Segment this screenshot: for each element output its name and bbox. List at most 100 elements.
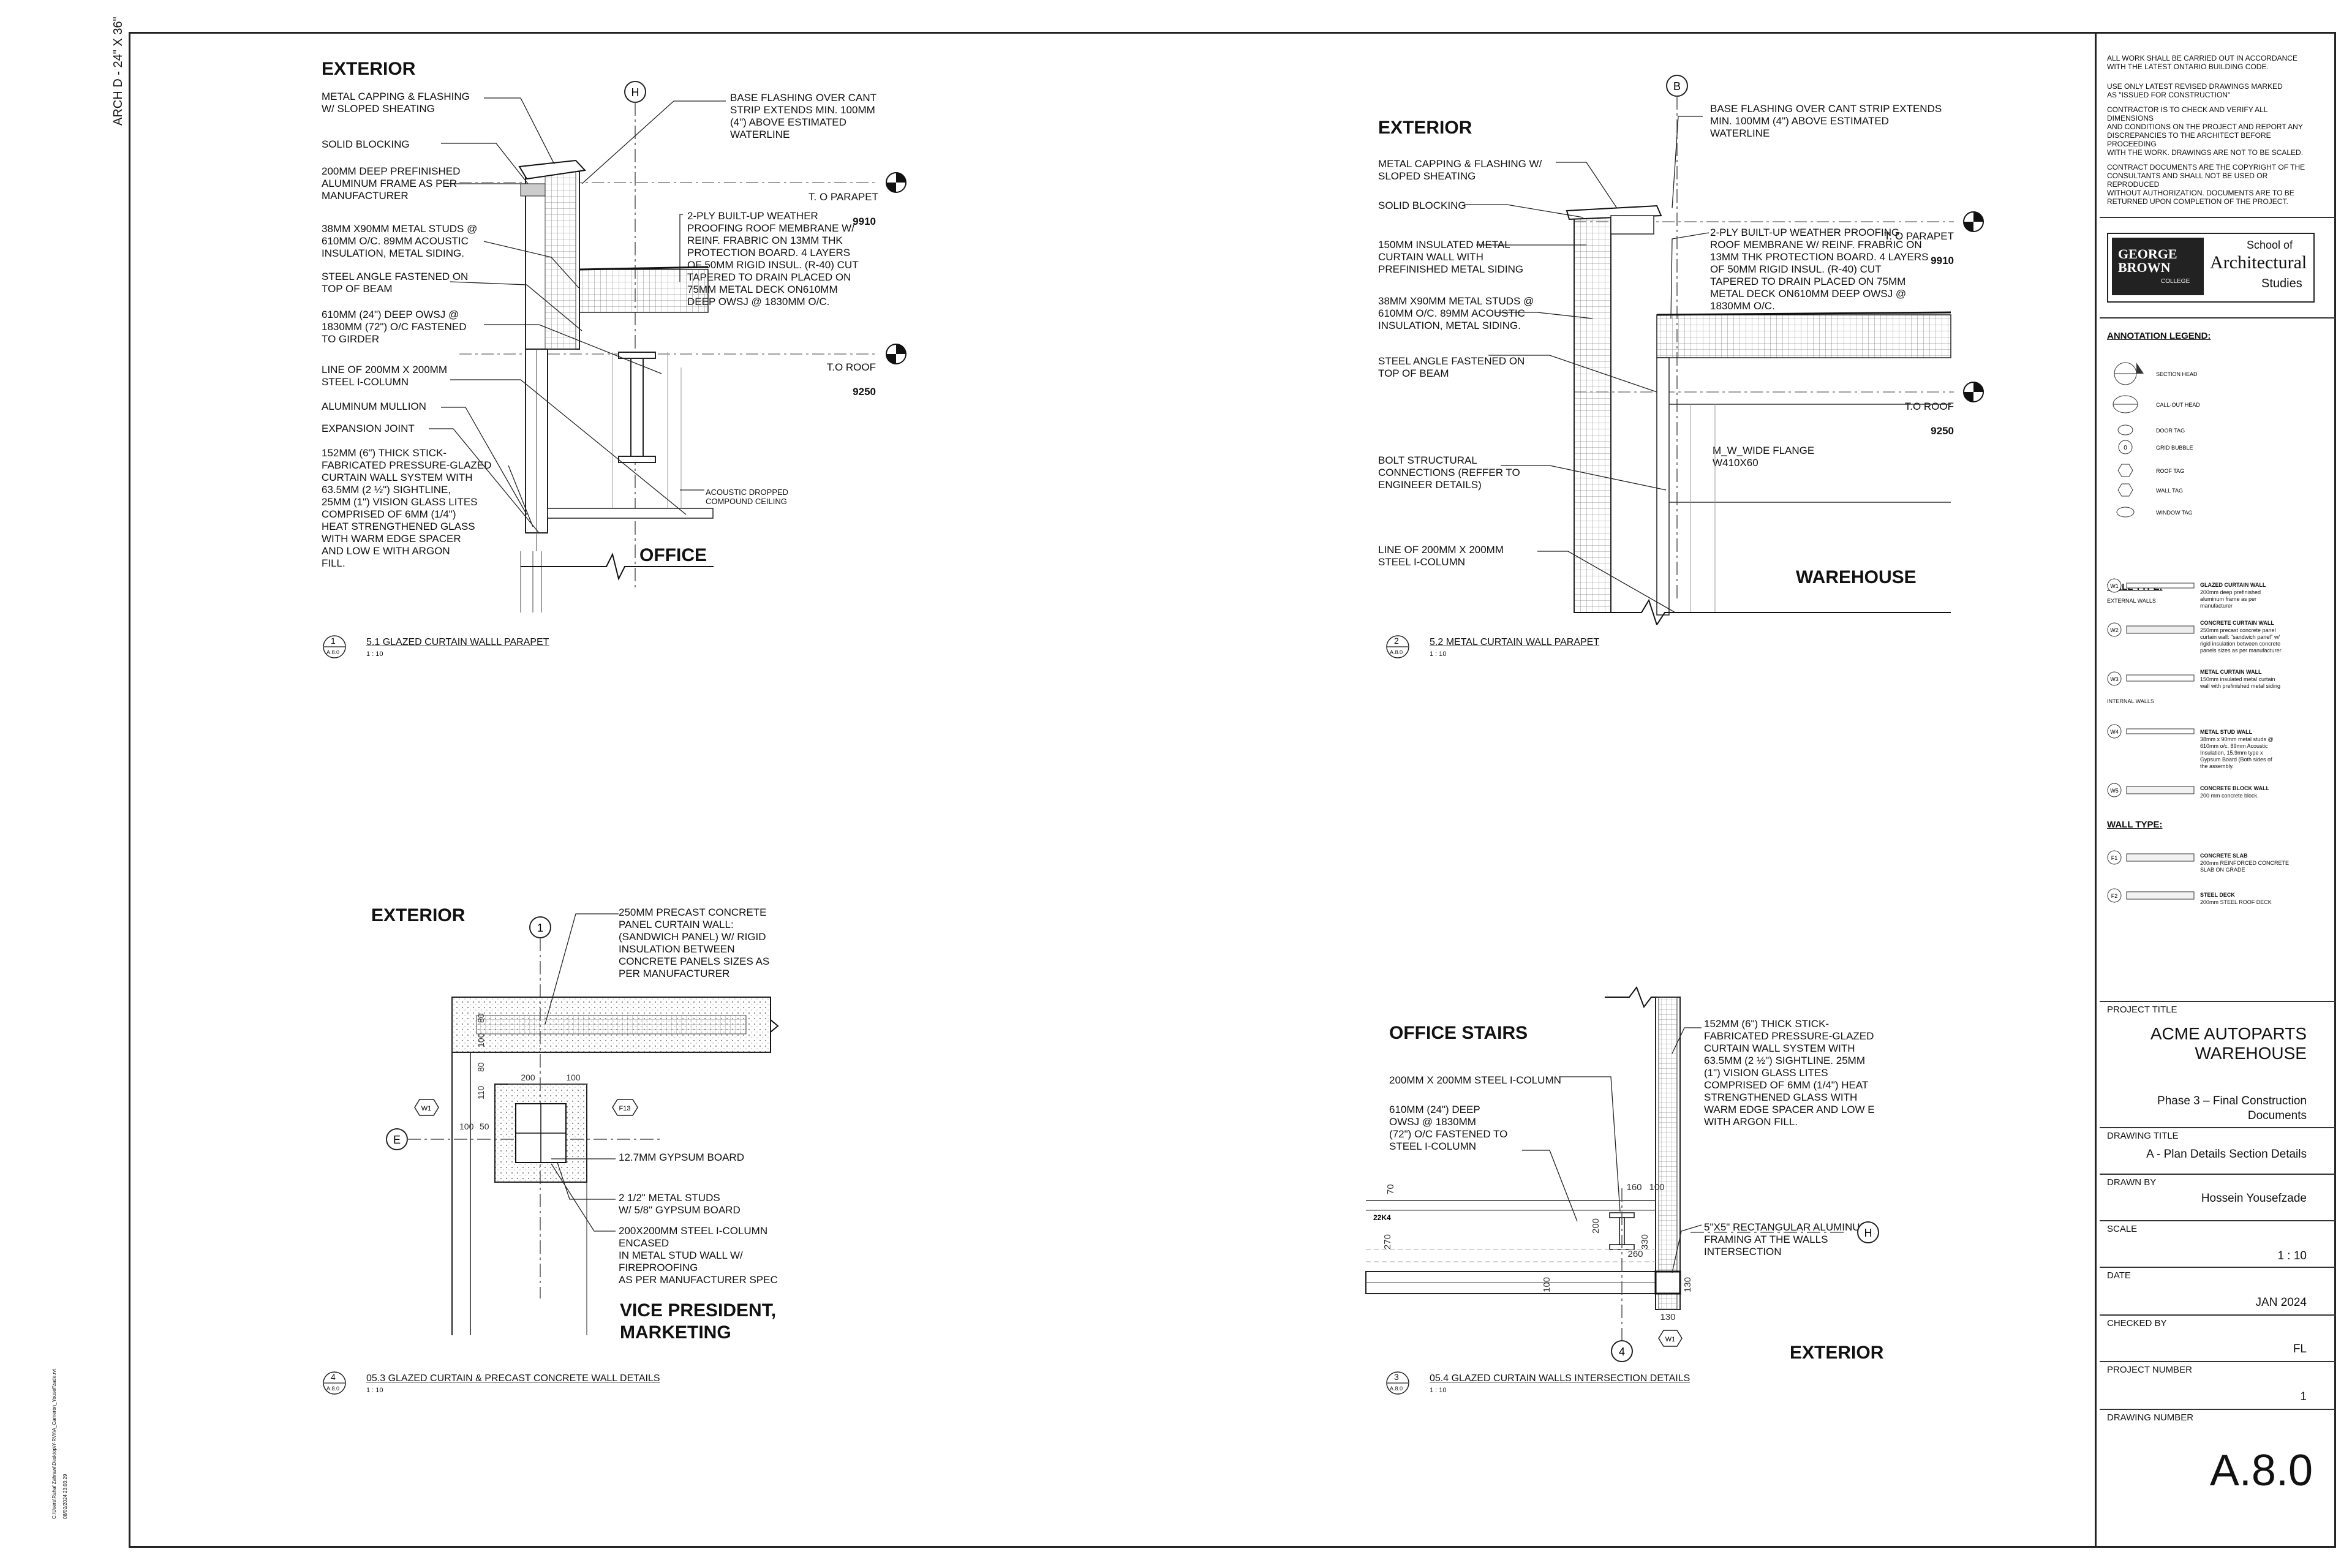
svg-text:160: 160 bbox=[1626, 1182, 1642, 1193]
svg-text:330: 330 bbox=[1640, 1234, 1650, 1250]
drawing-title: A - Plan Details Section Details bbox=[2146, 1148, 2307, 1161]
d2-note-right-1: 2-PLY BUILT-UP WEATHER PROOFING ROOF MEM… bbox=[1710, 227, 1929, 312]
d3-detail-title: 05.4 GLAZED CURTAIN WALLS INTERSECTION D… bbox=[1430, 1373, 1691, 1384]
project-title: ACME AUTOPARTS WAREHOUSE bbox=[2150, 1024, 2307, 1063]
d3-note-2: 152mm (6") THICK STICK- FABRICATED PRESS… bbox=[1704, 1018, 1875, 1128]
d1-level-roof-elev: 9250 bbox=[853, 386, 876, 398]
svg-text:200: 200 bbox=[1591, 1218, 1601, 1234]
grid-bubble-icon: 0 bbox=[2118, 440, 2133, 454]
d3-dims: 70 160 100 200 270 330 260 100 130 130 bbox=[1382, 1182, 1693, 1322]
wall-type-w1-name: GLAZED CURTAIN WALL bbox=[2200, 582, 2266, 588]
d1-note-left-8: EXPANSION JOINT bbox=[322, 423, 415, 434]
svg-text:W5: W5 bbox=[2110, 788, 2119, 794]
d3-note-1: 610mm (24") DEEP OWSJ @ 1830mm (72") O/C… bbox=[1389, 1104, 1508, 1152]
d4-detail-scale: 1 : 10 bbox=[366, 1387, 383, 1394]
roof-tag-icon bbox=[2117, 464, 2133, 477]
d4-grid-left-label: E bbox=[393, 1134, 401, 1146]
wall-tag-icon bbox=[2117, 483, 2133, 497]
d3-grid-bubble-right: H bbox=[1857, 1221, 1879, 1243]
d4-leaders bbox=[545, 913, 619, 1232]
tb-divider bbox=[2100, 1174, 2336, 1175]
svg-text:0: 0 bbox=[2124, 445, 2127, 451]
d3-detail-number: 3 bbox=[1394, 1372, 1399, 1382]
wall-type-w3-name: METAL CURTAIN WALL bbox=[2200, 669, 2262, 675]
d4-note-0: 250mm PRECAST CONCRETE PANEL CURTAIN WAL… bbox=[619, 907, 770, 979]
checked-by: FL bbox=[2293, 1343, 2307, 1355]
d3-detail-sheet: A.8.0 bbox=[1390, 1385, 1403, 1392]
checked-by-label: CHECKED BY bbox=[2107, 1318, 2167, 1329]
d4-detail-title: 05.3 GLAZED CURTAIN & PRECAST CONCRETE W… bbox=[366, 1373, 660, 1384]
d2-note-left-4: STEEL ANGLE FASTENED ON TOP OF BEAM bbox=[1378, 355, 1525, 379]
wall-tag-w4-icon: W4 bbox=[2107, 724, 2195, 739]
svg-text:100: 100 bbox=[476, 1033, 486, 1047]
svg-text:70: 70 bbox=[1385, 1184, 1396, 1194]
d1-detail-number: 1 bbox=[331, 636, 336, 646]
tb-divider bbox=[2100, 1314, 2336, 1316]
d2-exterior-label: EXTERIOR bbox=[1378, 118, 1472, 138]
d2-note-left-5: BOLT STRUCTURAL CONNECTIONS (REFFER TO E… bbox=[1378, 454, 1520, 491]
school-name-top: School of bbox=[2247, 239, 2293, 251]
d3-detail-scale: 1 : 10 bbox=[1430, 1387, 1447, 1394]
d1-note-left-4: STEEL ANGLE FASTENED ON TOP OF BEAM bbox=[322, 271, 469, 295]
tb-note-2: CONTRACTOR IS TO CHECK AND VERIFY ALL DI… bbox=[2107, 105, 2304, 157]
school-name-bot: Studies bbox=[2261, 277, 2302, 290]
d2-level-roof: T.O ROOF 9250 bbox=[1868, 376, 1954, 450]
d1-note-left-7: ALUMINUM MULLION bbox=[322, 401, 426, 412]
floor-type-f1-name: CONCRETE SLAB bbox=[2200, 853, 2248, 859]
d4-tag-f: F13 bbox=[612, 1099, 638, 1116]
titleblock-divider bbox=[2095, 32, 2097, 1548]
svg-text:GRID BUBBLE: GRID BUBBLE bbox=[2156, 445, 2193, 451]
svg-text:100: 100 bbox=[566, 1072, 581, 1082]
wall-type-w2-name: CONCRETE CURTAIN WALL bbox=[2200, 620, 2274, 626]
svg-text:W4: W4 bbox=[2110, 729, 2119, 735]
d4-rigid-insulation bbox=[476, 1015, 747, 1035]
project-number: 1 bbox=[2300, 1390, 2307, 1403]
svg-text:WALL TAG: WALL TAG bbox=[2156, 488, 2183, 494]
d1-grid-label: H bbox=[631, 86, 639, 99]
floor-type-f2-name: STEEL DECK bbox=[2200, 892, 2235, 898]
d2-detail-title: 5.2 METAL CURTAIN WALL PARAPET bbox=[1430, 637, 1600, 647]
tb-divider bbox=[2100, 317, 2336, 318]
d2-space-name: WAREHOUSE bbox=[1796, 567, 1917, 587]
wall-type-w5-name: CONCRETE BLOCK WALL bbox=[2200, 785, 2269, 791]
d4-note-3: 200X200mm STEEL I-COLUMN ENCASED IN META… bbox=[619, 1225, 778, 1286]
svg-text:110: 110 bbox=[476, 1085, 486, 1099]
wall-type-w4-desc: 38mm x 90mm metal studs @ 610mm o/c. 89m… bbox=[2200, 736, 2274, 769]
svg-text:80: 80 bbox=[476, 1062, 486, 1072]
svg-text:F2: F2 bbox=[2111, 893, 2118, 899]
drawn-by-label: DRAWN BY bbox=[2107, 1177, 2157, 1188]
wall-tag-w1-icon: W1 bbox=[2107, 578, 2195, 593]
floor-tag-f2-icon: F2 bbox=[2107, 888, 2195, 903]
d2-leaders bbox=[1464, 116, 1709, 613]
d1-level-parapet: T. O PARAPET 9910 bbox=[809, 167, 878, 240]
d2-level-marker-parapet bbox=[1963, 211, 1984, 232]
d4-note-2: 2 1/2" METAL STUDS W/ 5/8" GYPSUM BOARD bbox=[619, 1192, 741, 1216]
d2-grid-label: B bbox=[1673, 80, 1681, 92]
svg-text:ROOF TAG: ROOF TAG bbox=[2156, 468, 2184, 474]
drawing-number: A.8.0 bbox=[2209, 1446, 2313, 1495]
project-phase: Phase 3 – Final Construction Documents bbox=[2157, 1095, 2307, 1122]
d2-break-line bbox=[1574, 598, 1951, 625]
tb-note-0: ALL WORK SHALL BE CARRIED OUT IN ACCORDA… bbox=[2107, 54, 2297, 71]
svg-text:100: 100 bbox=[1649, 1182, 1664, 1193]
d1-drawing: H bbox=[429, 81, 907, 612]
external-walls-label: EXTERNAL WALLS bbox=[2107, 598, 2156, 604]
d3-note-3: 5"x5" RECTANGULAR ALUMINUM FRAMING AT TH… bbox=[1704, 1221, 1869, 1257]
tb-divider bbox=[2100, 1001, 2336, 1002]
d2-detail-number: 2 bbox=[1394, 636, 1399, 646]
internal-walls-label: INTERNAL WALLS bbox=[2107, 698, 2154, 704]
d2-drawing: B bbox=[1464, 75, 1984, 625]
d2-level-roof-name: T.O ROOF bbox=[1904, 401, 1954, 412]
tb-divider bbox=[2100, 1361, 2336, 1362]
wall-tag-w3-icon: W3 bbox=[2107, 671, 2195, 686]
d2-note-left-0: METAL CAPPING & FLASHING W/ SLOPED SHEAT… bbox=[1378, 158, 1542, 182]
svg-text:200: 200 bbox=[521, 1072, 535, 1082]
college-logo-block: GEORGE BROWN COLLEGE bbox=[2112, 238, 2204, 295]
d4-detail-sheet: A.8.0 bbox=[326, 1385, 340, 1392]
floor-tag-f1-icon: F1 bbox=[2107, 850, 2195, 865]
drawing-number-label: DRAWING NUMBER bbox=[2107, 1412, 2194, 1423]
college-logo-name: GEORGE BROWN bbox=[2118, 246, 2177, 275]
d1-level-parapet-elev: 9910 bbox=[853, 216, 876, 227]
